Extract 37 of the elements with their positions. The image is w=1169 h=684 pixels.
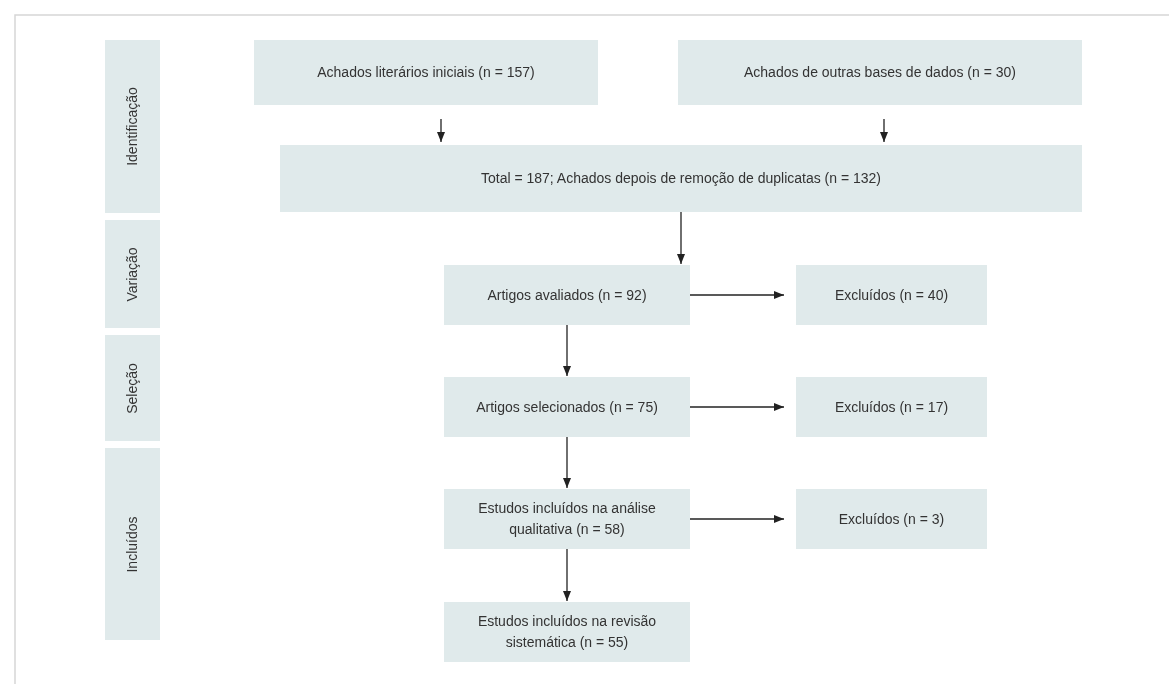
- process-box: [678, 40, 1082, 105]
- box-text: Excluídos (n = 40): [834, 285, 949, 305]
- arrow: [689, 402, 785, 412]
- arrow: [879, 118, 889, 143]
- box-text: Excluídos (n = 17): [834, 397, 949, 417]
- arrow: [436, 118, 446, 143]
- process-box: [280, 145, 1082, 212]
- process-box: [444, 377, 690, 437]
- arrow: [689, 290, 785, 300]
- arrow: [562, 436, 572, 489]
- box-text: Estudos incluídos na análise qualitativa (n = 58): [477, 499, 657, 539]
- process-box: [444, 602, 690, 662]
- arrow: [689, 514, 785, 524]
- phase-label: Incluídos: [123, 516, 141, 572]
- phase-label: Seleção: [123, 362, 141, 414]
- phase-band: [105, 335, 160, 441]
- box-text: Estudos incluídos na revisão sistemática (n = 55): [476, 612, 658, 652]
- phase-label: Variação: [123, 246, 141, 302]
- box-text: Achados literários iniciais (n = 157): [317, 63, 535, 82]
- arrow: [562, 548, 572, 602]
- box-text: Achados de outras bases de dados (n = 30): [744, 63, 1016, 82]
- box-text: Artigos selecionados (n = 75): [476, 397, 658, 417]
- arrow: [676, 211, 686, 265]
- process-box: [796, 265, 987, 325]
- process-box: [444, 489, 690, 549]
- arrow: [562, 324, 572, 377]
- phase-band: [105, 448, 160, 640]
- box-text: Artigos avaliados (n = 92): [487, 285, 647, 305]
- box-text: Excluídos (n = 3): [838, 509, 945, 529]
- process-box: [796, 377, 987, 437]
- phase-band: [105, 40, 160, 213]
- phase-band: [105, 220, 160, 328]
- process-box: [444, 265, 690, 325]
- process-box: [254, 40, 598, 105]
- phase-label: Identificação: [123, 87, 141, 166]
- box-text: Total = 187; Achados depois de remoção de duplicatas (n = 132): [480, 169, 881, 188]
- process-box: [796, 489, 987, 549]
